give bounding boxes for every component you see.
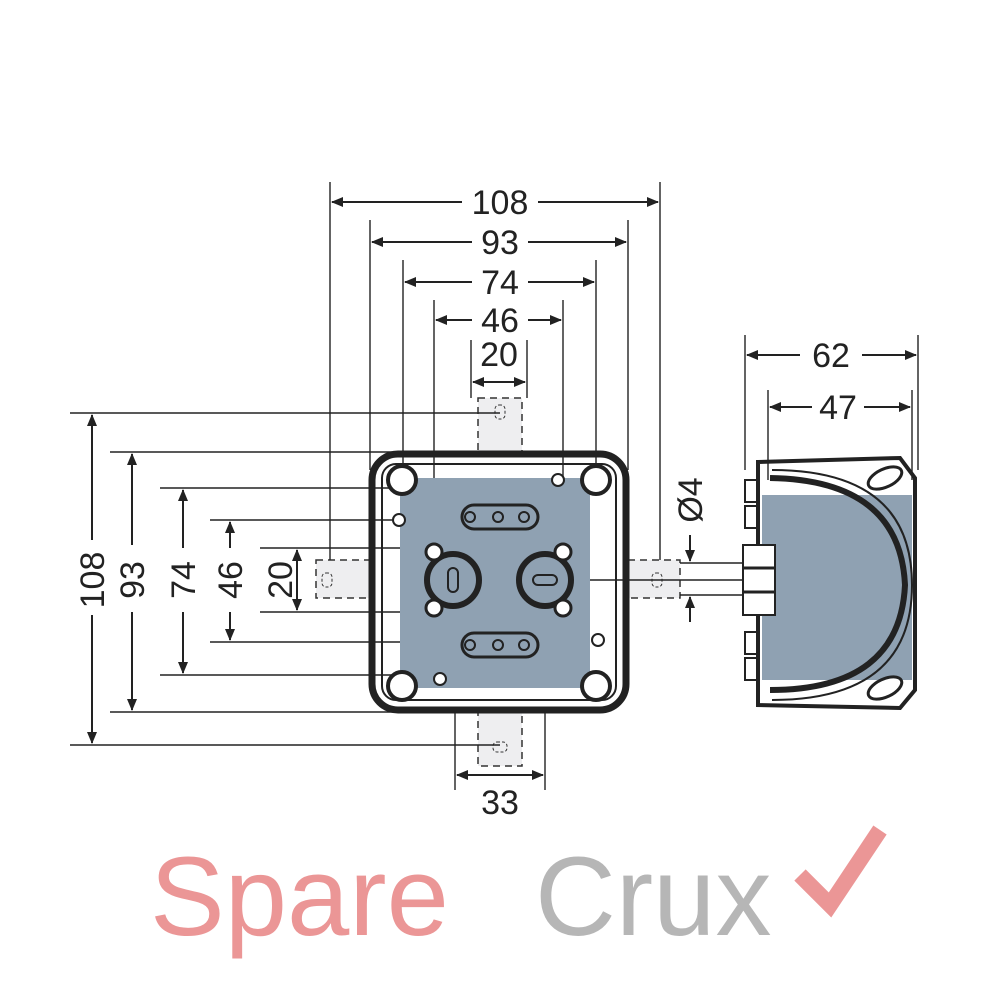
dim-height-108: 108 xyxy=(74,552,112,609)
checkmark-icon xyxy=(794,825,887,918)
watermark-text-crux: Crux xyxy=(535,834,771,959)
side-dimensions: 62 47 Ø4 xyxy=(672,337,917,622)
dim-height-20: 20 xyxy=(262,561,300,599)
dim-height-46: 46 xyxy=(212,561,250,599)
dim-height-93: 93 xyxy=(114,561,152,599)
top-dimensions: 108 93 74 46 20 xyxy=(331,184,659,387)
enclosure-front-view xyxy=(368,450,630,714)
dim-tab-33: 33 xyxy=(481,784,519,822)
left-dimensions: 108 93 74 46 20 xyxy=(74,414,302,744)
dim-width-20: 20 xyxy=(480,336,518,374)
bottom-dimension: 33 xyxy=(456,770,544,822)
dim-height-74: 74 xyxy=(165,561,203,599)
dim-depth-47: 47 xyxy=(819,389,857,427)
mounting-tabs xyxy=(315,397,681,767)
dim-diameter-4: Ø4 xyxy=(672,477,710,522)
enclosure-side-view xyxy=(742,455,917,711)
dim-width-46: 46 xyxy=(481,302,519,340)
dim-depth-62: 62 xyxy=(812,337,850,375)
watermark-logo: Spare Crux xyxy=(150,825,887,959)
dim-width-93: 93 xyxy=(481,224,519,262)
watermark-text-spare: Spare xyxy=(150,834,449,959)
dim-width-74: 74 xyxy=(481,264,519,302)
dim-width-108: 108 xyxy=(472,184,529,222)
